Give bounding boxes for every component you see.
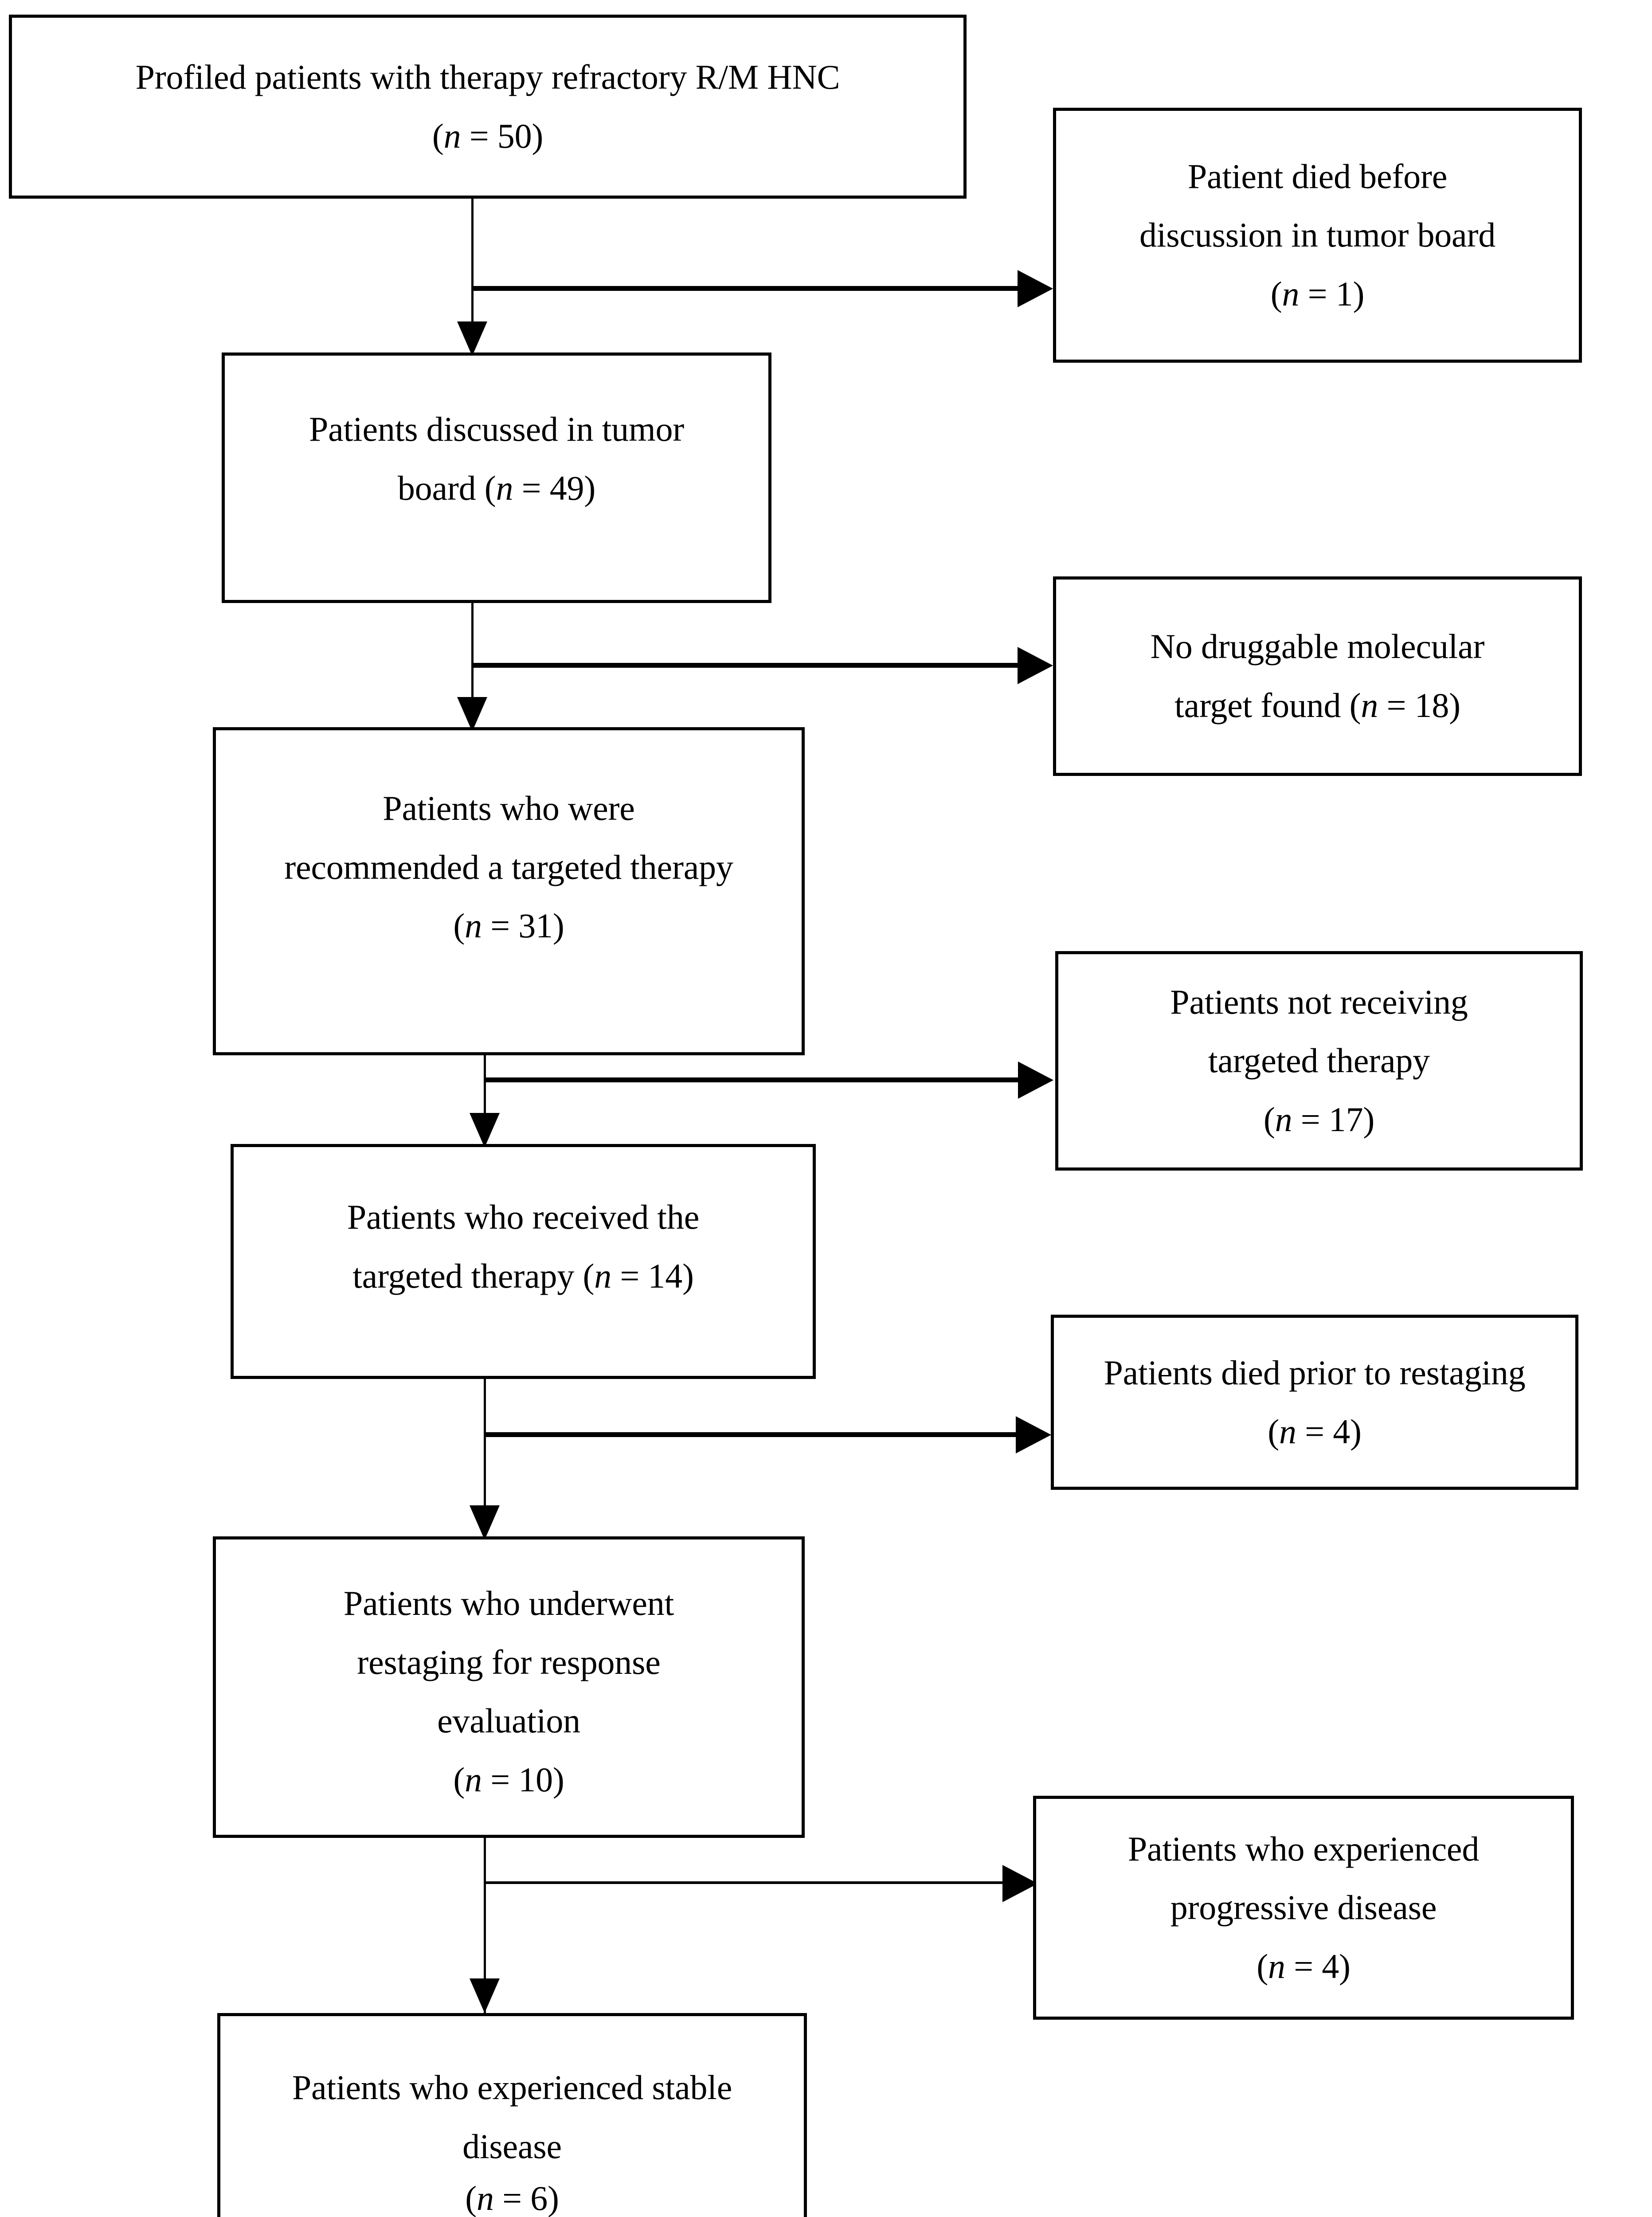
excl-progressive-line1: Patients who experienced (1127, 1829, 1480, 1868)
node-profiled-count: (n = 50) (432, 116, 544, 155)
excl-not-receiving-line2: targeted therapy (1208, 1041, 1430, 1080)
connector-arrow-down-5 (470, 1978, 500, 2013)
excl-not-receiving-line1: Patients not receiving (1170, 982, 1468, 1021)
node-discussed-line2: board (n = 49) (397, 468, 596, 507)
excl-died-board-count: (n = 1) (1270, 274, 1365, 313)
node-patients-stable-disease: Patients who experienced stable disease … (217, 2013, 807, 2217)
connector-arrow-down-4 (470, 1505, 500, 1540)
node-stable-count: (n = 6) (465, 2179, 559, 2217)
excl-not-receiving-count: (n = 17) (1263, 1100, 1375, 1139)
excl-died-restaging-line1: Patients died prior to restaging (1104, 1353, 1526, 1392)
connector-arrow-right-3 (1018, 1061, 1053, 1099)
node-restaged-count: (n = 10) (453, 1760, 564, 1799)
node-restaged-line1: Patients who underwent (343, 1584, 674, 1622)
excl-died-board-line1: Patient died before (1187, 157, 1448, 196)
node-restaged-line2: restaging for response (357, 1642, 661, 1681)
connector-hline-2 (471, 663, 1018, 668)
node-patients-died-prior-to-restaging: Patients died prior to restaging (n = 4) (1051, 1315, 1578, 1490)
node-profiled-line1: Profiled patients with therapy refractor… (135, 57, 840, 96)
node-recommended-count: (n = 31) (453, 906, 564, 945)
node-patients-progressive-disease: Patients who experienced progressive dis… (1033, 1796, 1574, 2020)
excl-died-board-line2: discussion in tumor board (1139, 215, 1496, 255)
node-recommended-line2: recommended a targeted therapy (284, 847, 733, 886)
connector-arrow-right-5 (1002, 1865, 1038, 1902)
connector-arrow-down-1 (457, 321, 487, 356)
node-patient-died-before-tumor-board: Patient died before discussion in tumor … (1053, 108, 1582, 363)
connector-hline-1 (471, 286, 1018, 291)
node-patients-not-receiving-targeted-therapy: Patients not receiving targeted therapy … (1055, 951, 1583, 1171)
node-patients-discussed-tumor-board: Patients discussed in tumor board (n = 4… (222, 353, 771, 603)
connector-arrow-right-1 (1018, 270, 1053, 307)
connector-arrow-right-2 (1018, 647, 1053, 684)
node-patients-recommended-targeted-therapy: Patients who were recommended a targeted… (213, 727, 805, 1055)
connector-hline-5 (484, 1881, 1002, 1884)
node-restaged-line3: evaluation (437, 1701, 580, 1740)
connector-hline-3 (484, 1077, 1018, 1082)
node-stable-line2: disease (462, 2127, 562, 2166)
connector-vline-3 (484, 1055, 486, 1144)
excl-no-target-line2: target found (n = 18) (1174, 686, 1460, 725)
node-stable-line1: Patients who experienced stable (292, 2068, 732, 2107)
connector-arrow-down-2 (457, 697, 487, 732)
node-received-line2: targeted therapy (n = 14) (352, 1256, 694, 1295)
connector-vline-1 (471, 199, 474, 353)
connector-arrow-down-3 (470, 1113, 500, 1148)
node-profiled-patients: Profiled patients with therapy refractor… (9, 15, 967, 199)
node-discussed-line1: Patients discussed in tumor (309, 410, 685, 448)
excl-died-restaging-count: (n = 4) (1268, 1412, 1362, 1451)
connector-vline-5 (484, 1838, 486, 2014)
node-patients-underwent-restaging: Patients who underwent restaging for res… (213, 1536, 805, 1838)
excl-progressive-line2: progressive disease (1170, 1888, 1437, 1927)
connector-hline-4 (484, 1432, 1016, 1437)
node-received-line1: Patients who received the (347, 1198, 700, 1236)
excl-no-target-line1: No druggable molecular (1150, 627, 1485, 666)
node-no-druggable-molecular-target: No druggable molecular target found (n =… (1053, 576, 1582, 776)
node-recommended-line1: Patients who were (383, 789, 635, 827)
connector-arrow-right-4 (1016, 1416, 1051, 1453)
node-patients-received-targeted-therapy: Patients who received the targeted thera… (231, 1144, 816, 1379)
excl-progressive-count: (n = 4) (1257, 1947, 1351, 1986)
connector-vline-4 (484, 1379, 486, 1538)
